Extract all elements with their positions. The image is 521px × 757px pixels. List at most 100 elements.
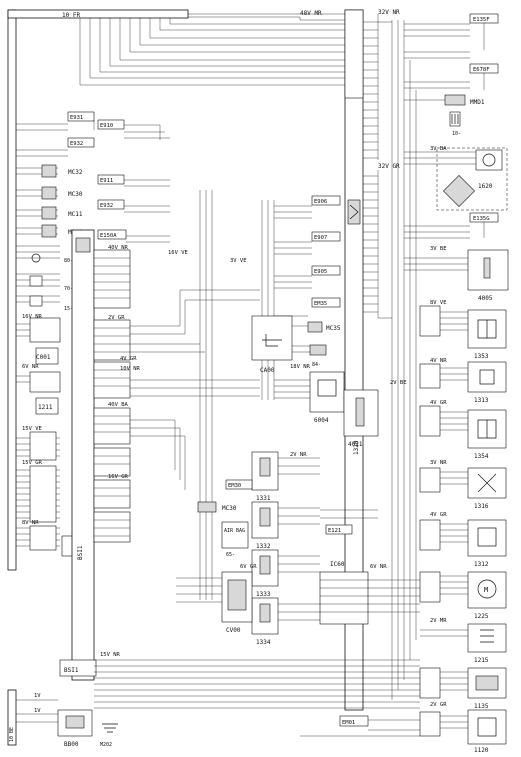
bottom-conn-1v-a: 1V bbox=[34, 693, 41, 699]
mc32-connector bbox=[41, 164, 57, 178]
component-1333[interactable]: 1333 bbox=[251, 549, 320, 598]
switch-icon bbox=[259, 507, 271, 527]
mc30-connector bbox=[41, 186, 57, 200]
fuse-block-80: 80- 70- 15- bbox=[16, 245, 73, 312]
key-icon bbox=[262, 334, 282, 347]
component-4021[interactable]: 4021 bbox=[343, 389, 379, 448]
bsi-conn-16v-gr: 16V GR bbox=[108, 474, 129, 480]
component-bb00-label: BB00 bbox=[64, 741, 79, 748]
bsi-conn-40v-nr: 40V NR bbox=[108, 245, 129, 251]
ground-em01-label: EM01 bbox=[342, 720, 355, 726]
airbag-block: AIR BAG 65- bbox=[221, 521, 249, 558]
component-mmd1-label: MMD1 bbox=[470, 99, 485, 106]
component-1333-label: 1333 bbox=[256, 591, 271, 598]
switch-icon bbox=[477, 527, 497, 547]
component-1354[interactable]: 1354 bbox=[419, 405, 507, 460]
right-harness bbox=[378, 20, 417, 700]
component-ca00[interactable]: CA00 bbox=[251, 315, 293, 374]
steering-column-icon bbox=[227, 579, 247, 611]
top-harness bbox=[79, 13, 345, 86]
motor-icon bbox=[477, 579, 497, 599]
conn-2v-be: 2V BE bbox=[390, 380, 407, 386]
label-84: 84- bbox=[312, 362, 321, 368]
pump-icon bbox=[475, 675, 499, 691]
level-sensor-icon bbox=[355, 397, 365, 427]
ground-em30: EM30 MC30 bbox=[197, 479, 253, 513]
mc11-label: MC11 bbox=[68, 211, 83, 218]
top-bus-label: 10 FR bbox=[62, 12, 80, 19]
lamp-icon bbox=[477, 319, 497, 339]
mc30-connector bbox=[197, 501, 217, 513]
component-cv00[interactable]: CV00 bbox=[176, 571, 253, 634]
ground-e910: E910 bbox=[97, 119, 170, 140]
component-c001[interactable]: C001 bbox=[16, 317, 61, 365]
sensor-icon bbox=[482, 153, 496, 167]
component-4021-label: 4021 bbox=[348, 441, 363, 448]
component-cv00-label: CV00 bbox=[226, 627, 241, 634]
lamp-icon bbox=[477, 419, 497, 439]
component-1135[interactable]: 1135 bbox=[419, 667, 507, 710]
component-6004[interactable]: 6004 bbox=[274, 371, 345, 424]
conn-3v-nr: 3V NR bbox=[430, 460, 447, 466]
switch-icon bbox=[479, 369, 495, 385]
label-15: 15- bbox=[64, 306, 73, 312]
component-1313-label: 1313 bbox=[474, 397, 489, 404]
component-1120[interactable]: 1120 bbox=[419, 709, 507, 754]
module-1320-label: 1320 bbox=[353, 440, 360, 455]
conn-2v-mr: 2V MR bbox=[430, 618, 447, 624]
label-80: 80- bbox=[64, 258, 73, 264]
component-1215[interactable]: 1215 bbox=[420, 623, 507, 664]
mc30-label-mid: MC30 bbox=[222, 505, 237, 512]
component-mmd1[interactable]: MMD1 10- bbox=[404, 94, 485, 137]
ground-e906: E906 bbox=[274, 195, 341, 219]
conn-2v-nr: 2V NR bbox=[290, 452, 307, 458]
module-1320[interactable]: 48V MR 32V NR 32V GR 1320 bbox=[300, 9, 400, 711]
component-1332[interactable]: 1332 bbox=[251, 501, 320, 550]
ground-e678f: E135G bbox=[404, 212, 499, 239]
gauge-icon bbox=[483, 257, 491, 279]
heater-icon bbox=[480, 629, 494, 643]
component-bb00[interactable]: BB00 1V 1V M202 bbox=[16, 693, 118, 748]
component-1620[interactable]: 1620 bbox=[404, 147, 508, 211]
conn-16v-ve: 16V VE bbox=[168, 250, 188, 256]
conn-2v-gr-right: 2V GR bbox=[430, 702, 447, 708]
component-1334-label: 1334 bbox=[256, 639, 271, 646]
conn-15v-gr: 15V GR bbox=[22, 460, 43, 466]
component-1331[interactable]: 1331 bbox=[251, 451, 320, 502]
module-bsi1[interactable]: BSI1 BSI1 bbox=[59, 229, 97, 681]
component-4005[interactable]: 4005 bbox=[404, 249, 509, 302]
component-1211[interactable]: 1211 bbox=[16, 371, 61, 415]
ground-e135f-label: E678F bbox=[473, 67, 490, 73]
component-1313[interactable]: 1313 bbox=[419, 361, 507, 404]
conn-4v-gr-right-2: 4V GR bbox=[430, 512, 447, 518]
conn-4v-gr: 4V GR bbox=[120, 356, 137, 362]
component-1353-label: 1353 bbox=[474, 353, 489, 360]
label-65: 65- bbox=[226, 552, 235, 558]
component-1312[interactable]: 1312 bbox=[419, 519, 507, 568]
relay-coil-icon bbox=[349, 204, 359, 220]
component-1225[interactable]: M 1225 bbox=[419, 571, 507, 620]
ground-e932: E932 bbox=[16, 137, 95, 157]
ground-e678f-label: E135G bbox=[473, 216, 490, 222]
component-1316[interactable]: 1316 bbox=[419, 467, 507, 510]
battery-icon bbox=[65, 715, 85, 729]
mid-harness bbox=[130, 190, 275, 600]
conn-18v-nr: 18V NR bbox=[290, 364, 311, 370]
component-1334[interactable]: 1334 bbox=[251, 597, 320, 646]
ground-e905-label: E905 bbox=[314, 269, 327, 275]
module-bsi1-label: BSI1 bbox=[77, 545, 84, 560]
fuse-icon bbox=[29, 295, 43, 307]
ground-icon bbox=[102, 723, 118, 733]
conn-16v-nr: 16V NR bbox=[22, 314, 43, 320]
component-1225-label: 1225 bbox=[474, 613, 489, 620]
lower-bus: 15V NR bbox=[94, 652, 420, 709]
module-1320-pins bbox=[363, 14, 379, 318]
component-1353[interactable]: 1353 bbox=[419, 305, 507, 360]
conn-6v-gr: 6V GR bbox=[240, 564, 257, 570]
conn-3v-ve: 3V VE bbox=[230, 258, 247, 264]
ground-e905: E905 bbox=[274, 265, 341, 289]
conn-3v-be: 3V BE bbox=[430, 246, 447, 252]
component-1215-label: 1215 bbox=[474, 657, 489, 664]
ground-e906-label: E906 bbox=[314, 199, 327, 205]
